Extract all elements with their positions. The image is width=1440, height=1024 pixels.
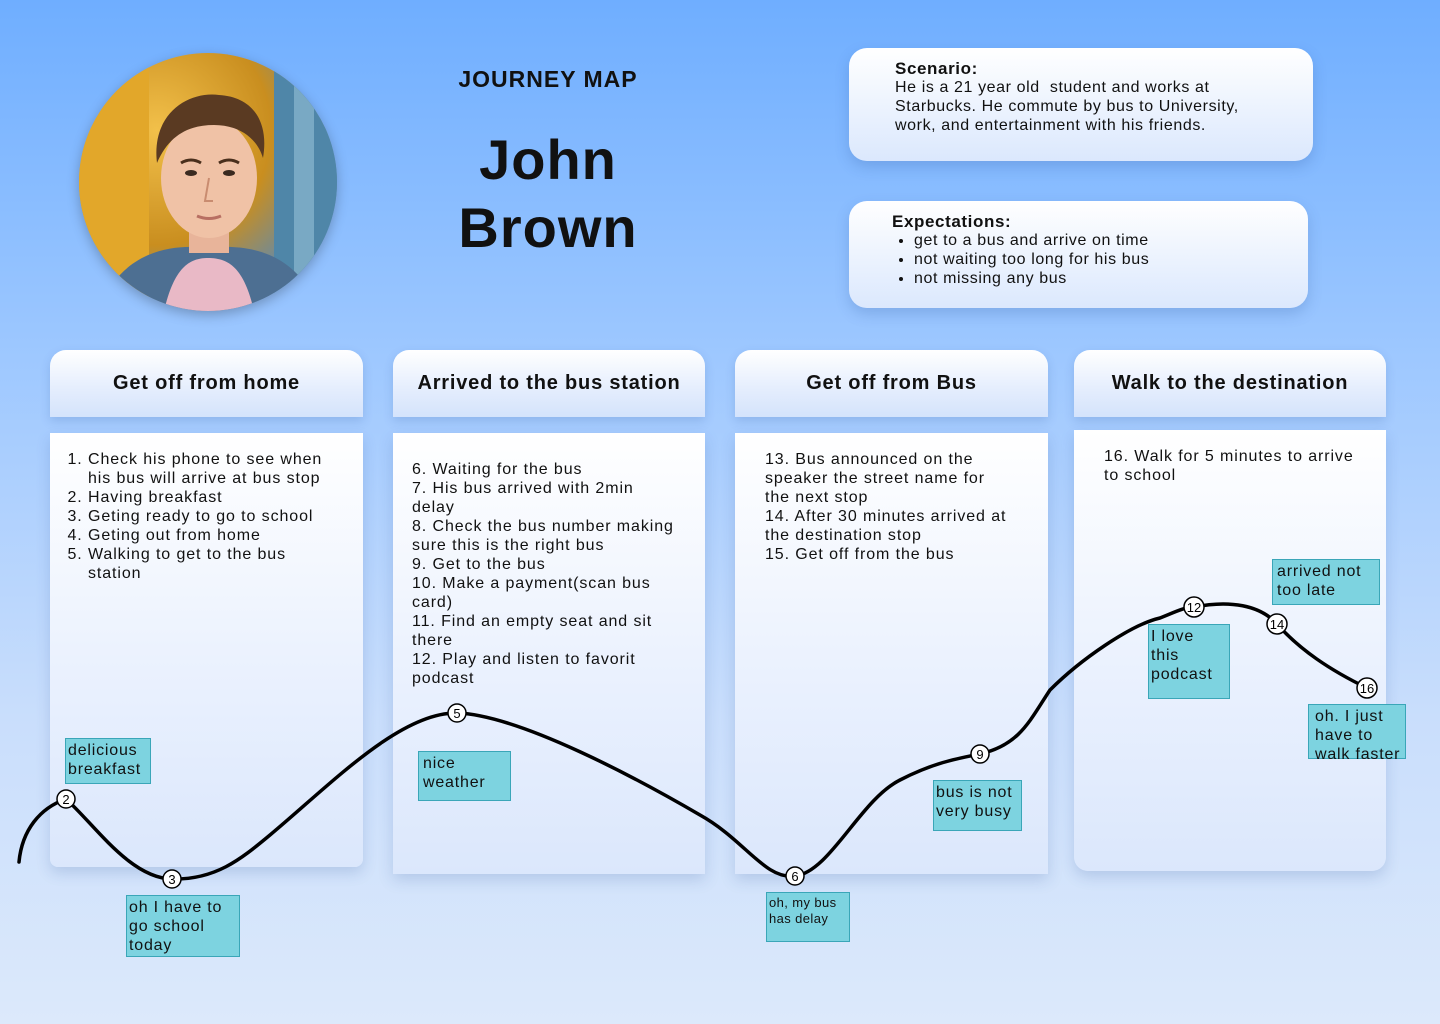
svg-text:14: 14 [1270, 617, 1284, 632]
scenario-title: Scenario: [895, 59, 978, 78]
step-line: podcast [412, 670, 475, 687]
scenario-line: work, and entertainment with his friends… [895, 117, 1206, 134]
marker-9: 9 [970, 744, 990, 764]
svg-text:12: 12 [1187, 600, 1201, 615]
step-line: 12. Play and listen to favorit [412, 651, 636, 668]
svg-text:16: 16 [1360, 681, 1374, 696]
stage-header-destination: Walk to the destination [1074, 350, 1386, 417]
marker-16: 16 [1356, 677, 1378, 699]
persona-avatar [79, 53, 337, 311]
stage-header-home: Get off from home [50, 350, 363, 417]
step-line: there [412, 632, 453, 649]
step-line: 7. His bus arrived with 2min [412, 480, 634, 497]
step-item: Geting ready to go to school [88, 507, 343, 526]
step-line: the destination stop [765, 527, 922, 544]
step-line: 13. Bus announced on the [765, 451, 974, 468]
expectations-card: Expectations: get to a bus and arrive on… [849, 201, 1308, 308]
marker-2: 2 [56, 789, 76, 809]
note-go-school: oh I have to go school today [126, 895, 240, 957]
note-delicious-breakfast: delicious breakfast [65, 738, 151, 784]
svg-text:6: 6 [791, 869, 798, 884]
step-line: sure this is the right bus [412, 537, 605, 554]
step-item: Having breakfast [88, 488, 343, 507]
journey-map-label: JOURNEY MAP [458, 66, 638, 92]
step-item: Geting out from home [88, 526, 343, 545]
note-nice-weather: nice weather [418, 751, 511, 801]
svg-text:5: 5 [453, 706, 460, 721]
step-line: delay [412, 499, 455, 516]
expectation-item: not missing any bus [914, 269, 1149, 288]
step-line: speaker the street name for [765, 470, 985, 487]
step-item: Check his phone to see when his bus will… [88, 450, 343, 488]
scenario-line: He is a 21 year old student and works at [895, 79, 1210, 96]
step-line: 14. After 30 minutes arrived at [765, 508, 1007, 525]
stage-body-home: Check his phone to see when his bus will… [50, 433, 363, 867]
marker-14: 14 [1266, 613, 1288, 635]
step-line: 10. Make a payment(scan bus [412, 575, 651, 592]
note-arrived-not-late: arrived not too late [1272, 559, 1380, 605]
persona-name: John Brown [420, 126, 676, 262]
marker-3: 3 [162, 869, 182, 889]
step-line: 16. Walk for 5 minutes to arrive [1104, 448, 1354, 465]
note-walk-faster: oh. I just have to walk faster [1308, 704, 1406, 763]
expectations-list: get to a bus and arrive on time not wait… [892, 231, 1149, 288]
expectation-item: not waiting too long for his bus [914, 250, 1149, 269]
stage-body-destination: 16. Walk for 5 minutes to arrive to scho… [1074, 430, 1386, 871]
svg-text:9: 9 [976, 747, 983, 762]
scenario-line: Starbucks. He commute by bus to Universi… [895, 98, 1239, 115]
expectation-item: get to a bus and arrive on time [914, 231, 1149, 250]
step-line: card) [412, 594, 453, 611]
step-line: the next stop [765, 489, 869, 506]
step-line: 6. Waiting for the bus [412, 461, 583, 478]
scenario-card: Scenario: He is a 21 year old student an… [849, 48, 1313, 161]
marker-12: 12 [1183, 596, 1205, 618]
step-item: Walking to get to the bus station [88, 545, 343, 583]
expectations-title: Expectations: [892, 212, 1012, 231]
note-bus-delay: oh, my bus has delay [766, 892, 850, 942]
step-line: 11. Find an empty seat and sit [412, 613, 653, 630]
stage-header-bus-station: Arrived to the bus station [393, 350, 705, 417]
persona-first-name: John [479, 128, 617, 191]
step-line: to school [1104, 467, 1177, 484]
marker-5: 5 [447, 703, 467, 723]
stage-steps-home: Check his phone to see when his bus will… [50, 450, 363, 583]
step-line: 15. Get off from the bus [765, 546, 955, 563]
note-bus-not-busy: bus is not very busy [933, 780, 1022, 831]
svg-text:3: 3 [168, 872, 175, 887]
stage-header-off-bus: Get off from Bus [735, 350, 1048, 417]
note-love-podcast: I love this podcast [1148, 624, 1230, 699]
step-line: 9. Get to the bus [412, 556, 546, 573]
step-line: 8. Check the bus number making [412, 518, 674, 535]
svg-text:2: 2 [62, 792, 69, 807]
persona-last-name: Brown [458, 196, 638, 259]
marker-6: 6 [785, 866, 805, 886]
